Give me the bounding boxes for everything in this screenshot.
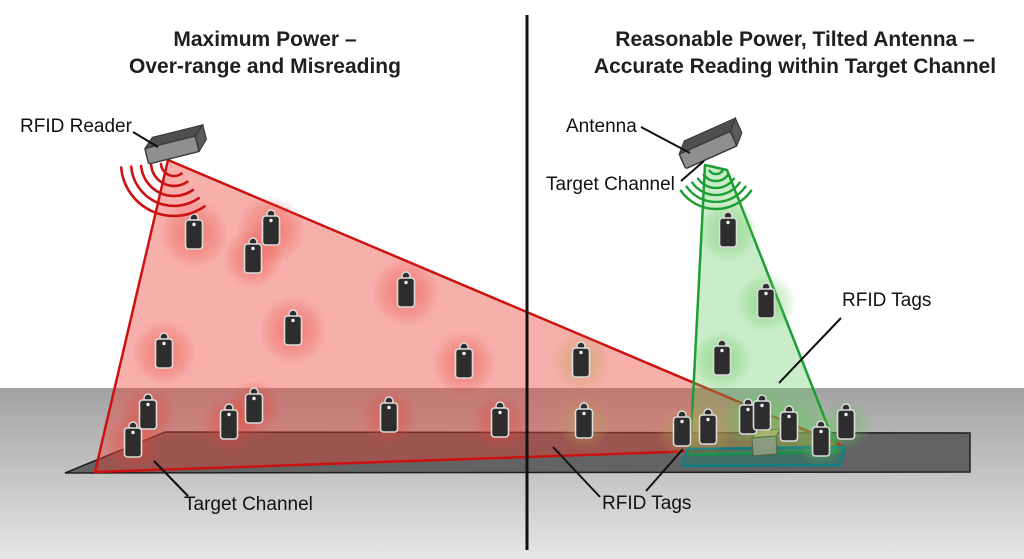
- rfid-tag: [752, 394, 772, 431]
- rfid-tag: [490, 401, 510, 438]
- rfid-tags-bottom-leader-line-1: [552, 446, 601, 498]
- rfid-tag: [379, 396, 399, 433]
- rfid-tag: [219, 403, 239, 440]
- rfid-tag: [574, 402, 594, 439]
- reader-waves: [119, 166, 206, 218]
- radio-waves: [119, 162, 753, 218]
- rfid-tag: [184, 213, 204, 250]
- reader-waves: [139, 164, 195, 198]
- rfid-tag: [261, 209, 281, 246]
- rfid-reader-leader-line: [132, 131, 159, 148]
- antenna-waves: [685, 185, 747, 204]
- rfid-tag: [454, 342, 474, 379]
- rfid-tag: [138, 393, 158, 430]
- rfid-tags-bottom-leader-line-2: [645, 448, 684, 492]
- leader-lines: [132, 126, 842, 498]
- rfid-tag: [672, 410, 692, 447]
- rfid-tags-right-leader-line: [778, 317, 842, 384]
- rfid-tag: [243, 237, 263, 274]
- antenna-waves: [691, 181, 741, 197]
- reader-waves: [129, 165, 200, 208]
- antenna-waves: [679, 189, 753, 211]
- target-channel-right-leader-line: [680, 160, 705, 182]
- rfid-reader-device: [143, 123, 207, 165]
- rfid-tag: [718, 211, 738, 248]
- rfid-tag: [738, 398, 758, 435]
- reader-waves: [159, 162, 183, 178]
- antenna-leader-line: [640, 126, 691, 154]
- antenna-waves: [696, 177, 736, 190]
- rfid-tag: [283, 309, 303, 346]
- reader-waves: [149, 163, 189, 188]
- target-channel-left-leader-line: [153, 460, 189, 497]
- rfid-tag: [836, 403, 856, 440]
- rfid-tag: [698, 408, 718, 445]
- rfid-tag: [571, 341, 591, 378]
- rfid-tag: [396, 271, 416, 308]
- rfid-tags: [123, 209, 856, 458]
- rfid-tag: [811, 420, 831, 457]
- rfid-tag: [154, 332, 174, 369]
- antenna-waves: [702, 173, 730, 183]
- rfid-tag: [712, 339, 732, 376]
- rfid-tag: [123, 421, 143, 458]
- rfid-tag: [779, 405, 799, 442]
- antenna-waves: [708, 169, 724, 176]
- rfid-tag: [756, 282, 776, 319]
- antenna-device: [678, 116, 743, 169]
- rfid-tag: [244, 387, 264, 424]
